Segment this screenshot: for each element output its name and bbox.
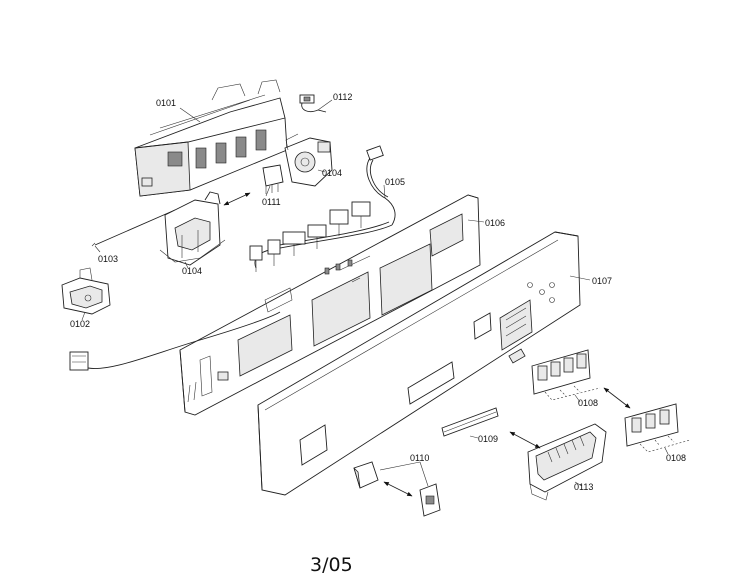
relay-0111: [262, 164, 284, 194]
label-0112: 0112: [333, 92, 352, 102]
button-set-0108-b: [624, 403, 691, 453]
label-0104-top: 0104: [322, 168, 342, 178]
bracket-0104-lower: [159, 191, 226, 266]
label-0109: 0109: [478, 434, 498, 444]
label-0107: 0107: [592, 276, 612, 286]
label-0103: 0103: [98, 254, 118, 264]
label-0106: 0106: [485, 218, 505, 228]
page-number: 3/05: [310, 554, 353, 576]
switch-0102: [61, 267, 111, 315]
leader-lines: [81, 99, 669, 487]
label-0105: 0105: [385, 177, 405, 187]
lower-wire: [69, 311, 281, 371]
relay-0104-top: [284, 133, 333, 187]
label-0113: 0113: [574, 482, 593, 492]
label-0108-a: 0108: [578, 398, 598, 408]
knobs-0110: [353, 461, 441, 517]
button-set-0108-a: [531, 349, 601, 401]
front-fascia-0107: [257, 231, 581, 496]
label-0110: 0110: [410, 453, 429, 463]
wire-0103: [91, 209, 176, 247]
inner-panel-0106: [179, 194, 481, 416]
display-module-0113: [527, 423, 607, 501]
label-0111: 0111: [262, 197, 281, 207]
direction-arrows: [223, 192, 631, 497]
label-0102: 0102: [70, 319, 90, 329]
strip-0109: [441, 407, 499, 437]
control-module-0101: [134, 79, 288, 197]
connector-0112: [299, 94, 327, 113]
label-0104-lower: 0104: [182, 266, 202, 276]
label-0101: 0101: [156, 98, 176, 108]
label-0108-b: 0108: [666, 453, 686, 463]
panel-connectors: [249, 201, 371, 272]
